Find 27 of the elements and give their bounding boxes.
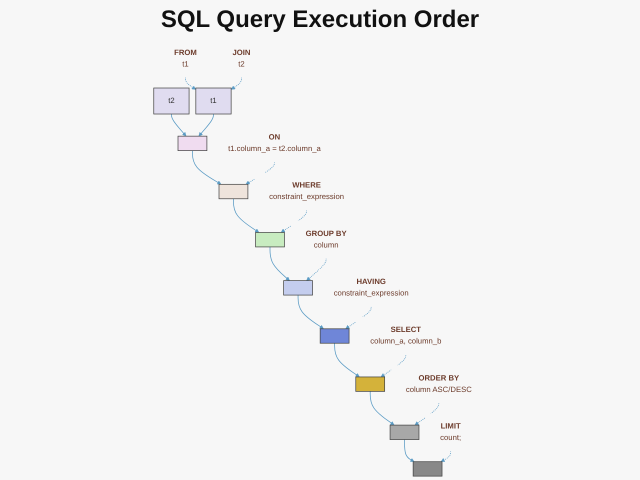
node-box <box>412 461 442 476</box>
node-box <box>390 424 420 440</box>
node-box <box>178 136 208 151</box>
arrow <box>370 391 394 426</box>
arrow <box>192 150 222 185</box>
node-box <box>355 376 386 392</box>
arrow <box>246 162 275 185</box>
arrow <box>440 450 452 462</box>
arrow <box>345 306 372 329</box>
arrow <box>334 342 360 378</box>
arrow <box>414 402 440 426</box>
arrow <box>185 77 196 90</box>
title: SQL Query Execution Order <box>160 6 480 34</box>
arrow <box>233 198 260 233</box>
node-box <box>283 280 313 296</box>
arrow <box>380 354 406 378</box>
arrow <box>171 114 186 136</box>
arrow <box>306 258 326 281</box>
arrow <box>198 114 214 136</box>
arrow <box>270 246 290 281</box>
arrow <box>404 439 414 462</box>
node-box <box>320 328 350 344</box>
arrow <box>280 210 307 233</box>
arrow <box>298 294 324 329</box>
node-box <box>218 184 248 200</box>
arrow <box>230 77 242 90</box>
node-box <box>255 232 285 248</box>
